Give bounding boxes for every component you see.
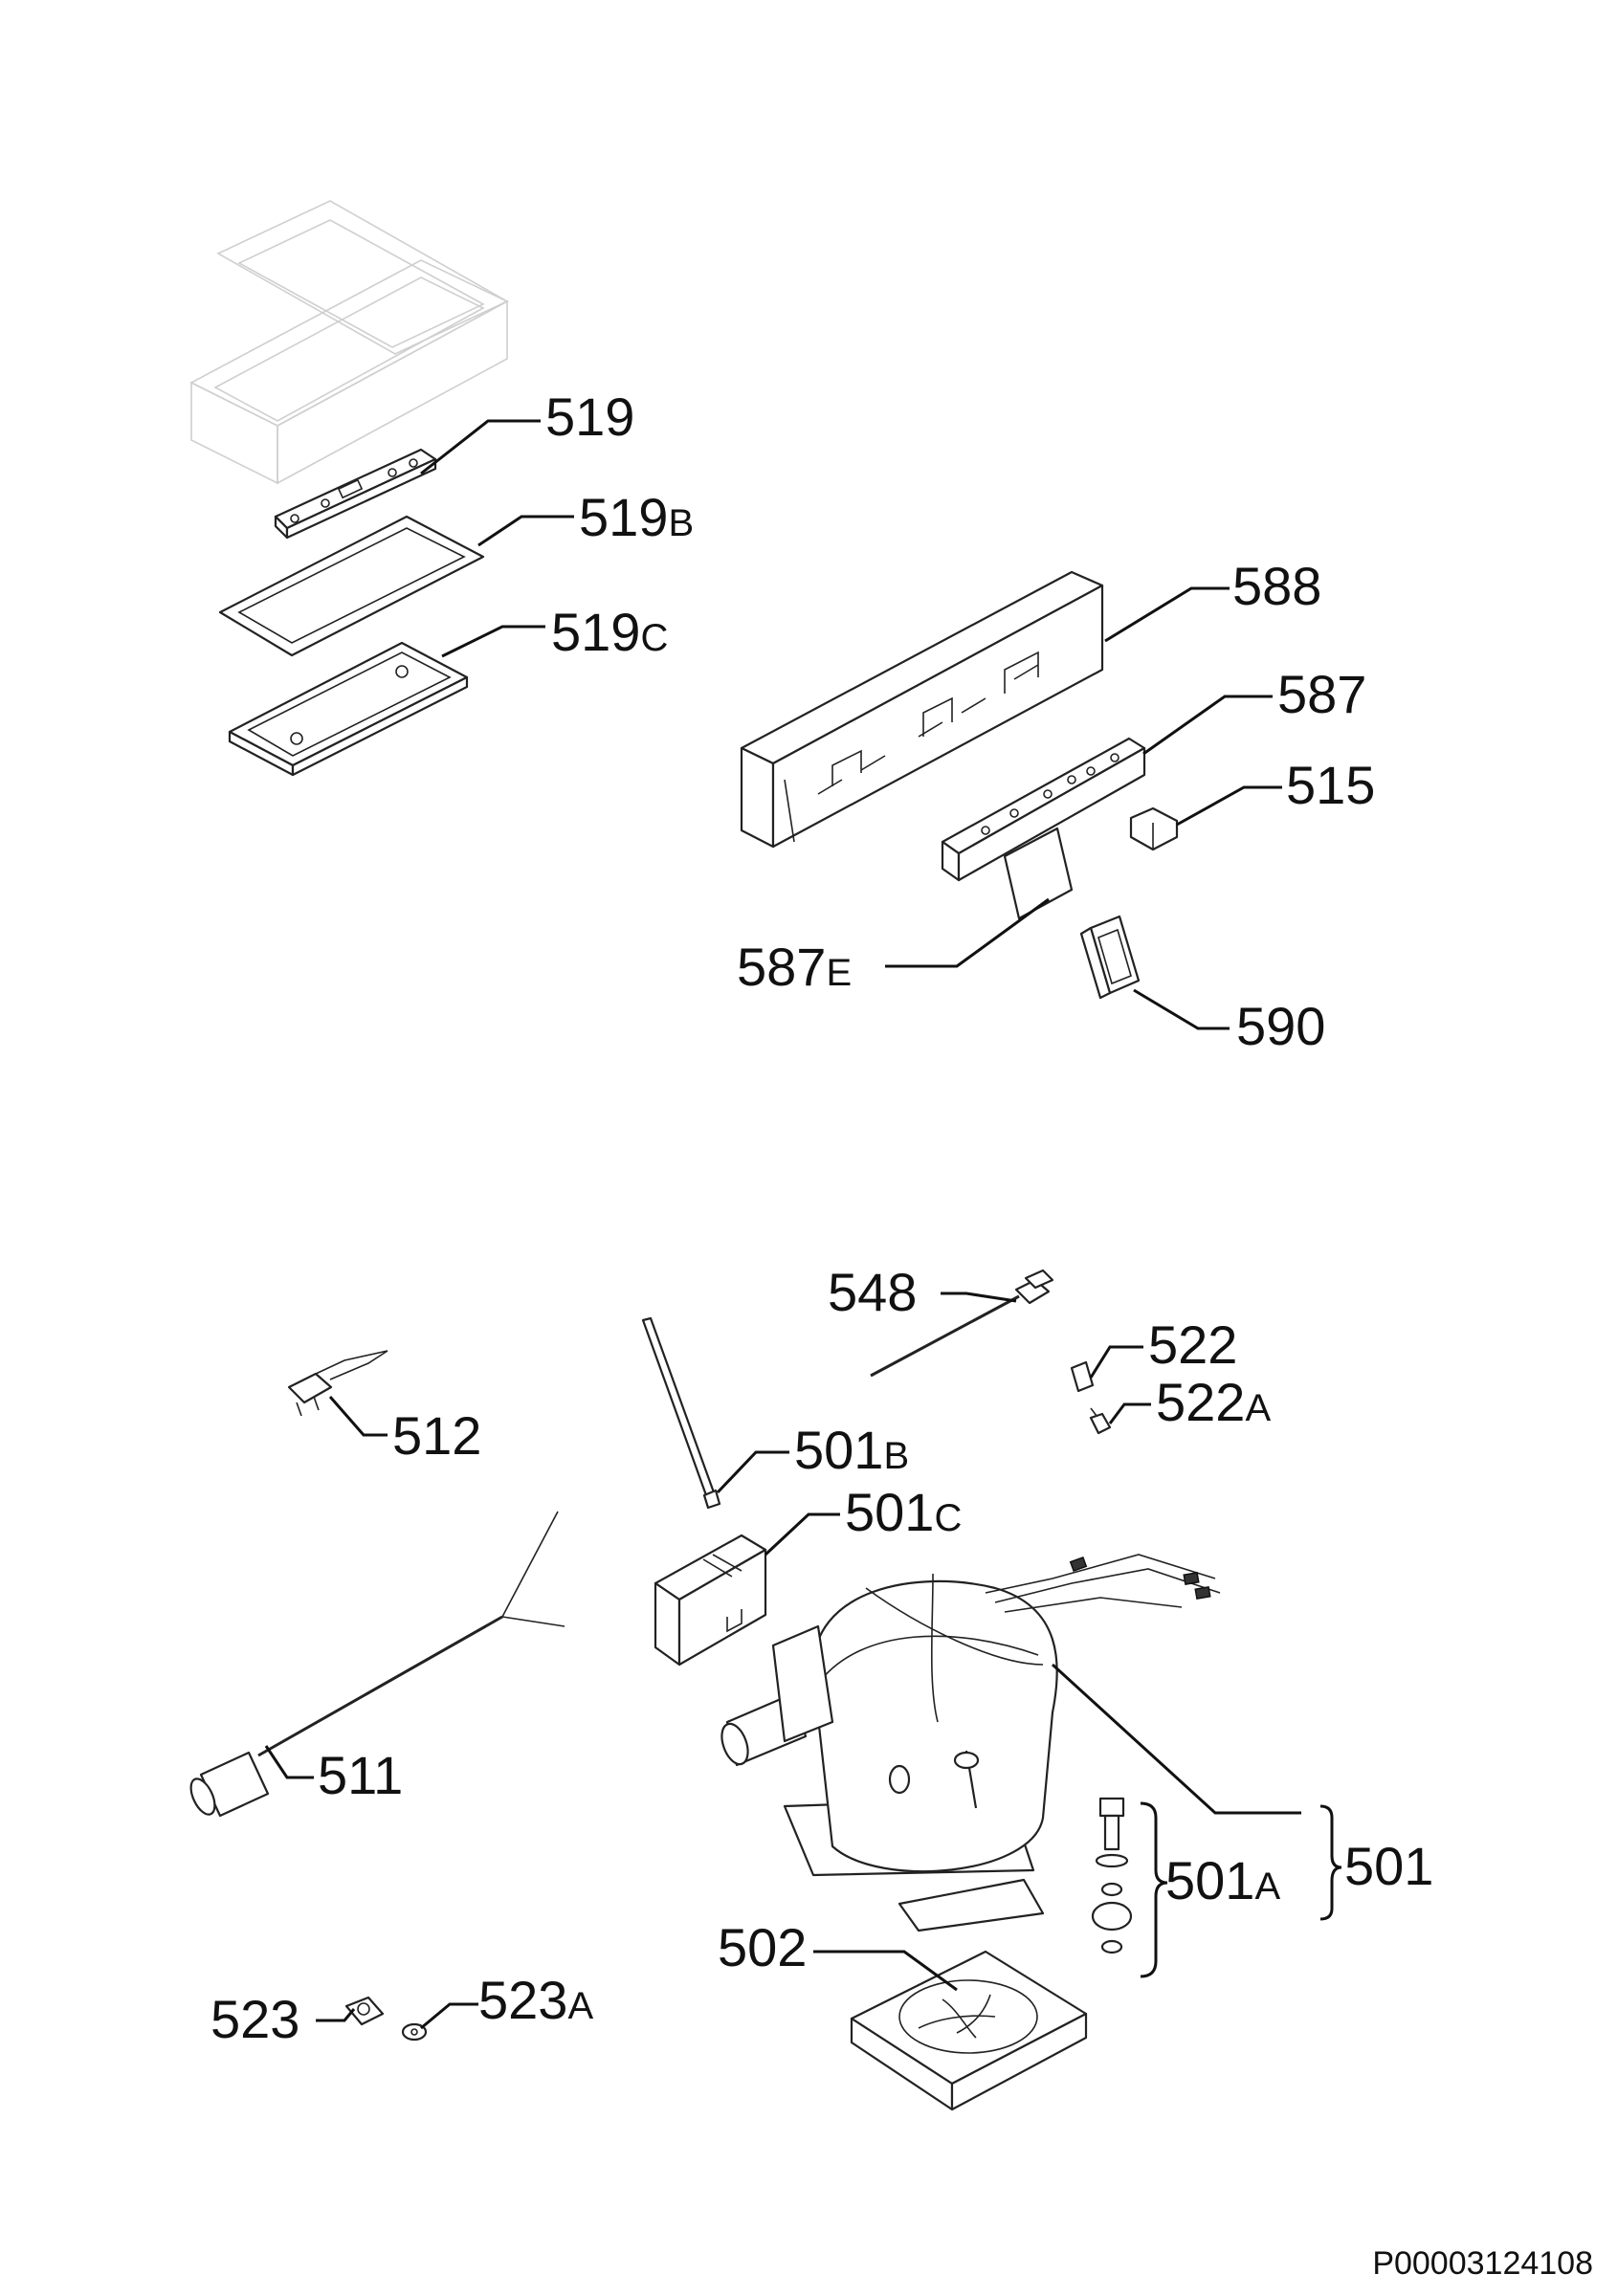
callout-501c: 501C (845, 1482, 962, 1542)
brace-501 (1319, 1804, 1342, 1921)
callout-522: 522 (1148, 1314, 1237, 1375)
callout-519b: 519B (579, 487, 694, 547)
document-id: P00003124108 (1372, 2245, 1593, 2282)
part-501c-drawing (654, 1534, 767, 1667)
part-587-drawing (941, 737, 1146, 882)
leader-501b (716, 1450, 789, 1494)
callout-548: 548 (828, 1262, 917, 1322)
part-519c-drawing (228, 641, 469, 777)
callout-523a: 523A (478, 1970, 593, 2030)
leader-519 (420, 419, 541, 475)
leader-501a (1051, 1663, 1301, 1815)
leader-523 (316, 2008, 356, 2022)
callout-590: 590 (1236, 996, 1325, 1056)
part-515-drawing (1129, 806, 1179, 851)
callout-501a: 501A (1165, 1850, 1280, 1910)
callout-515: 515 (1286, 755, 1375, 815)
leader-515 (1176, 785, 1282, 827)
part-590-drawing (1079, 915, 1141, 1000)
leader-lines (264, 419, 1301, 2030)
part-501-drawing (720, 1554, 1221, 1932)
leader-587e (885, 897, 1050, 968)
ghost-housing-drawing (189, 200, 509, 485)
part-512-drawing (287, 1350, 388, 1417)
leader-519c (441, 625, 545, 658)
part-501b-drawing (641, 1316, 721, 1510)
part-522-drawing (1070, 1360, 1095, 1393)
leader-548 (941, 1292, 1017, 1303)
callout-512: 512 (392, 1405, 481, 1466)
part-502-drawing (850, 1950, 1088, 2111)
part-587e-drawing (1003, 827, 1074, 920)
part-548-drawing (870, 1269, 1054, 1378)
leader-522 (1089, 1345, 1143, 1379)
callout-588: 588 (1232, 556, 1321, 616)
callout-523: 523 (211, 1989, 299, 2049)
callout-587: 587 (1277, 664, 1366, 724)
leader-590 (1133, 988, 1230, 1030)
leader-523a (420, 2002, 478, 2030)
callout-501: 501 (1344, 1836, 1433, 1896)
part-522a-drawing (1089, 1407, 1112, 1435)
callout-502: 502 (718, 1917, 807, 1977)
part-519b-drawing (218, 515, 485, 657)
leader-502 (813, 1950, 958, 1992)
leader-511 (264, 1745, 314, 1779)
part-523a-drawing (401, 2022, 428, 2042)
callout-519c: 519C (551, 602, 668, 662)
callout-511: 511 (318, 1745, 403, 1805)
leader-512 (328, 1396, 388, 1437)
leader-519b (477, 515, 574, 547)
brace-501a (1140, 1801, 1168, 1978)
leader-522a (1108, 1402, 1151, 1424)
callout-519: 519 (545, 386, 634, 447)
part-523-drawing (344, 1996, 385, 2026)
callout-501b: 501B (794, 1420, 909, 1480)
leader-588 (1104, 586, 1230, 643)
callout-587e: 587E (737, 937, 852, 997)
callout-522a: 522A (1156, 1372, 1271, 1432)
leader-501c (764, 1512, 840, 1556)
part-588-drawing (740, 570, 1104, 849)
part-519-drawing (274, 448, 437, 540)
part-501a-drawing (1091, 1797, 1133, 1954)
leader-587 (1142, 695, 1273, 756)
part-511-drawing (189, 1511, 565, 1818)
